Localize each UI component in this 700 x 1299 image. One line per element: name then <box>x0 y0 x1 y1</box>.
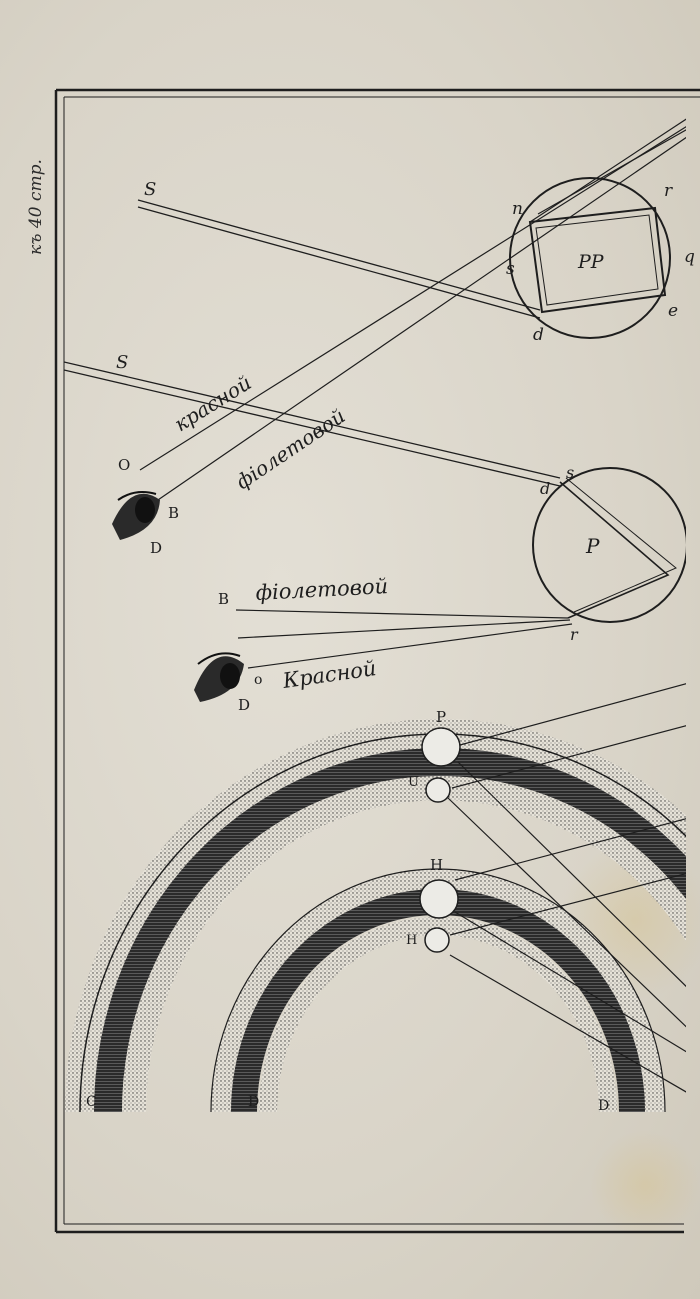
label-e: e <box>668 301 678 321</box>
label-s-small: s <box>506 259 515 279</box>
label-d: D <box>238 696 250 714</box>
figure-3-labels: B фіолетовой o Красной D <box>218 574 389 714</box>
eye-icon <box>194 652 244 702</box>
label-n: n <box>512 199 523 219</box>
label-drop-u: U <box>408 775 419 790</box>
label-r: r <box>570 625 579 644</box>
label-q: q <box>684 247 695 267</box>
paper-stain <box>590 1130 700 1240</box>
figure-2-labels: S P s d r O B D красной фіолетовой <box>116 352 600 644</box>
plate-frame <box>54 88 700 1234</box>
figure-4-labels: P U H H C D D <box>86 708 609 1114</box>
label-drop-p: P <box>436 708 446 726</box>
label-pp: PP <box>577 251 605 273</box>
label-p: P <box>585 534 600 558</box>
label-o: o <box>254 672 262 688</box>
label-s: S <box>116 352 128 373</box>
label-r: r <box>664 181 673 201</box>
label-violet-ray: фіолетовой <box>231 404 349 494</box>
figure-raindrop <box>64 126 686 623</box>
label-d-inner: D <box>248 1094 259 1110</box>
label-drop-h-small: H <box>406 933 417 948</box>
eye-icon <box>112 491 160 540</box>
label-d-right: D <box>598 1098 609 1114</box>
label-c: C <box>86 1094 97 1110</box>
label-violet-ray: фіолетовой <box>255 574 389 605</box>
label-d: d <box>540 479 550 498</box>
label-d: d <box>533 325 544 345</box>
figure-prism <box>137 118 686 339</box>
label-s: S <box>144 179 156 200</box>
figure-rays-to-eye <box>235 609 573 669</box>
figure-rainbow-arcs <box>65 683 686 1113</box>
label-drop-h: H <box>430 856 443 874</box>
label-s-small: s <box>566 463 574 482</box>
label-b: B <box>218 590 229 608</box>
label-b: B <box>168 504 179 522</box>
label-o: O <box>118 456 130 474</box>
label-d-eye: D <box>150 539 162 557</box>
figure-1-labels: S PP n r s q d e <box>144 179 695 345</box>
